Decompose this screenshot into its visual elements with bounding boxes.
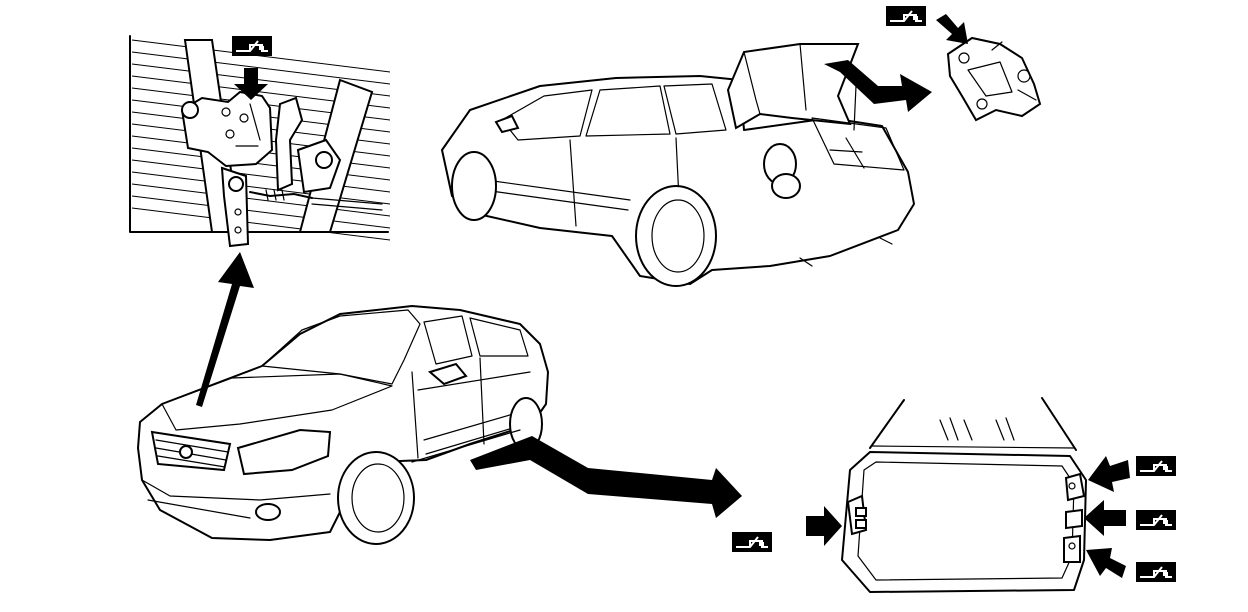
door-lower-hinge-lube-icon	[1135, 561, 1177, 583]
door-front-lube-icon-left	[731, 531, 773, 553]
door-hinge-detail	[806, 397, 1177, 593]
hood-lock-lube-icon	[231, 35, 273, 57]
door-upper-hinge-lube-icon	[1135, 455, 1177, 477]
trunk-lock-lube-icon	[885, 5, 927, 27]
door-middle-hinge-lube-icon	[1135, 509, 1177, 531]
trunk-lock-detail	[885, 5, 1042, 122]
hood-lock-detail	[129, 35, 391, 248]
front-car-illustration	[137, 305, 549, 545]
trunk-pointer-arrow	[824, 60, 932, 112]
door-middle-hinge-arrow	[1084, 500, 1126, 536]
door-pointer-arrow	[470, 436, 742, 518]
hood-pointer-arrow	[196, 252, 254, 407]
rear-car-illustration	[441, 43, 915, 287]
door-upper-hinge-arrow	[1088, 456, 1130, 492]
door-front-arrow	[806, 506, 842, 546]
door-lower-hinge-arrow	[1086, 548, 1126, 578]
hood-lock-arrow	[234, 68, 268, 100]
trunk-lock-arrow	[936, 14, 968, 44]
